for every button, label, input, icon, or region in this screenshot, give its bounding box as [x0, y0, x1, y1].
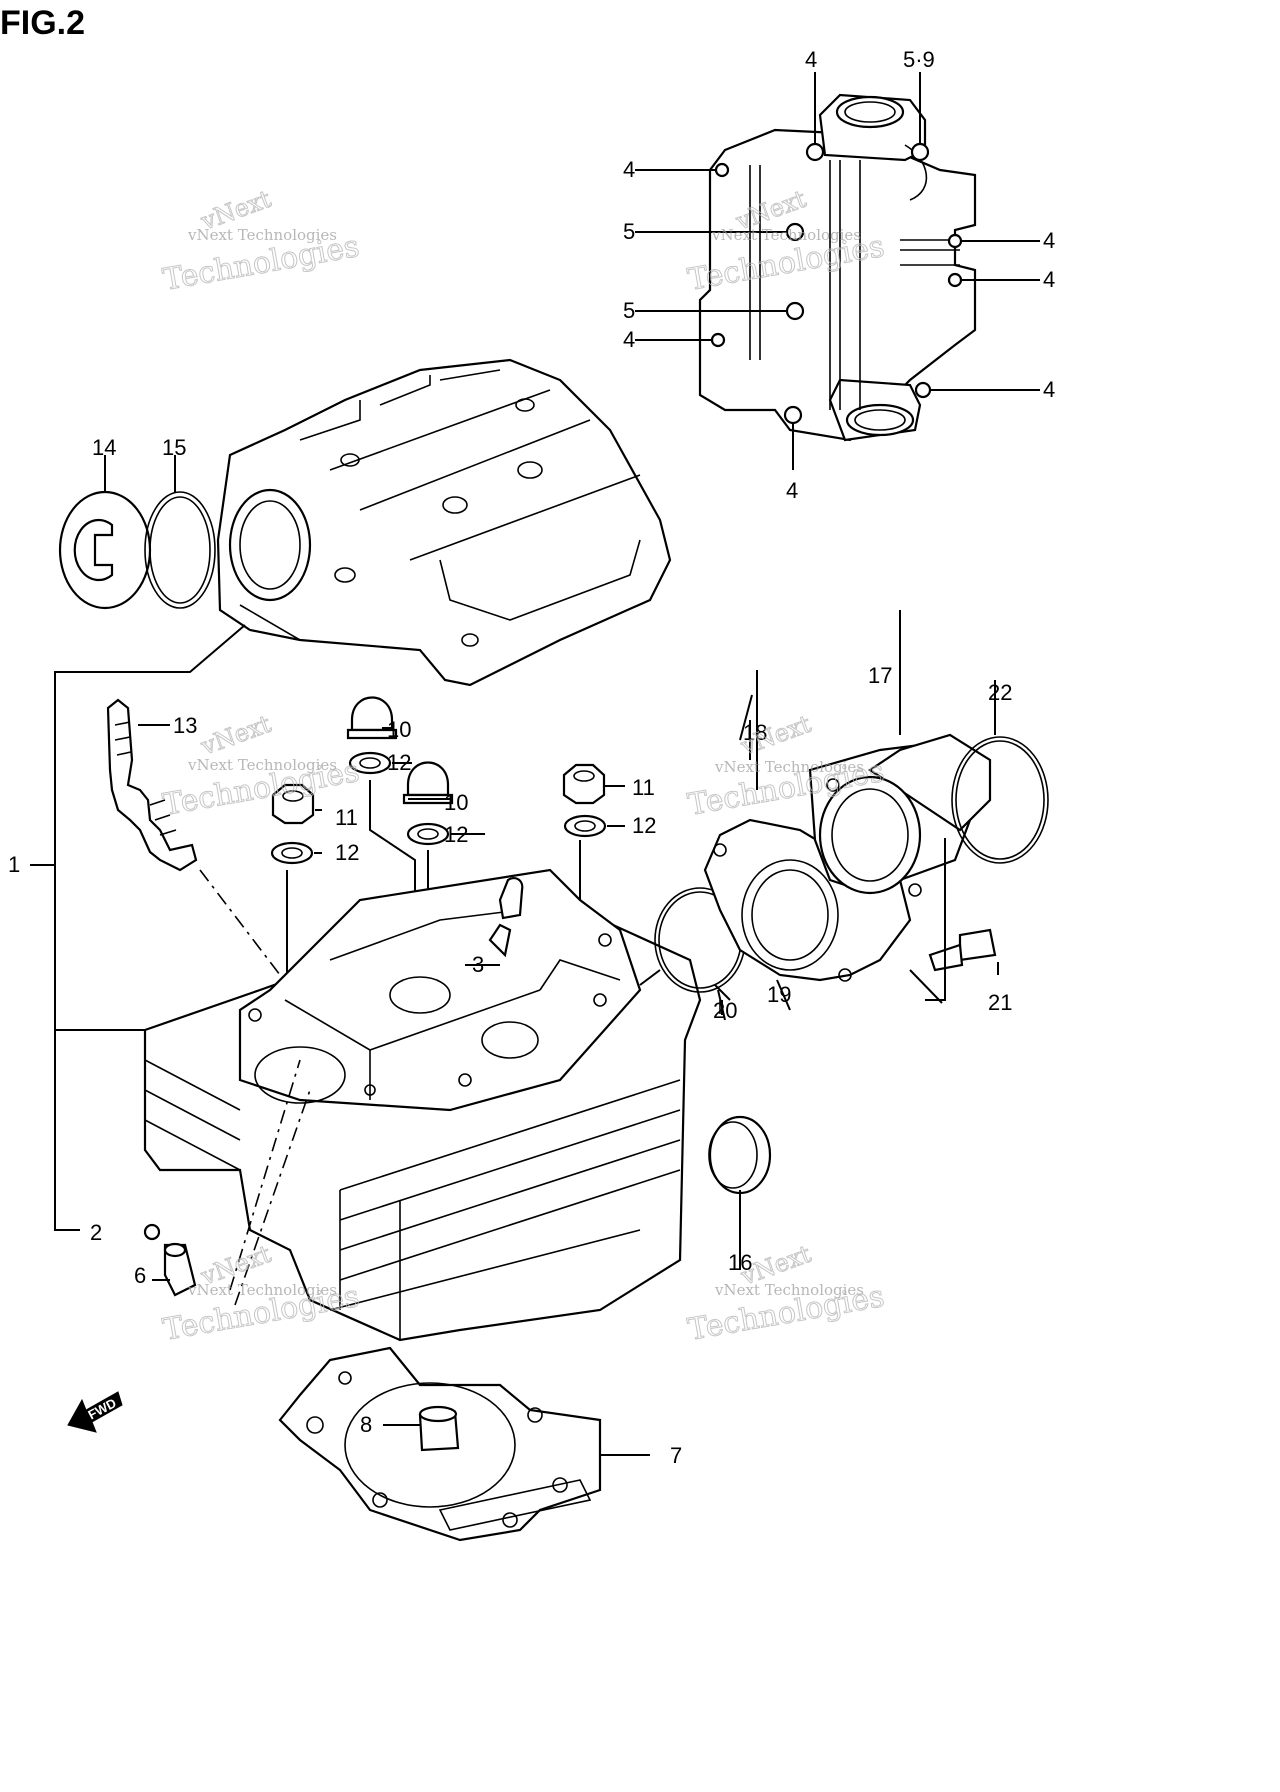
callout-22: 22 — [988, 680, 1012, 705]
svg-text:vNext Technologies: vNext Technologies — [187, 756, 337, 774]
callout-8: 8 — [360, 1412, 372, 1437]
washer-12-b — [406, 822, 450, 846]
callout-4: 4 — [805, 47, 817, 72]
svg-text:vNext Technologies: vNext Technologies — [711, 226, 861, 244]
callout-12: 12 — [335, 840, 359, 865]
callout-16: 16 — [728, 1250, 752, 1275]
svg-text:vNext Technologies: vNext Technologies — [714, 1281, 864, 1299]
callout-15: 15 — [162, 435, 186, 460]
svg-text:vNext: vNext — [737, 710, 815, 761]
callout-5: 5 — [623, 219, 635, 244]
figure-title: FIG.2 — [0, 4, 85, 42]
callout-6: 6 — [134, 1263, 146, 1288]
washer-12-a — [348, 751, 392, 775]
nut-11-right — [562, 763, 606, 805]
callout-2: 2 — [90, 1220, 102, 1245]
callout-10: 10 — [387, 717, 411, 742]
dowel-6 — [163, 1242, 197, 1297]
svg-text:vNext Technologies: vNext Technologies — [187, 226, 337, 244]
callout-18: 18 — [743, 720, 767, 745]
callout-4: 4 — [1043, 267, 1055, 292]
callout-5-9: 5·9 — [903, 47, 935, 72]
callout-5: 5 — [623, 298, 635, 323]
insulator-19 — [703, 818, 912, 982]
dowel-8 — [418, 1405, 460, 1452]
head-cover-bottom-view — [698, 93, 977, 442]
o-ring-2 — [143, 1223, 161, 1241]
callout-3: 3 — [472, 952, 484, 977]
callout-4: 4 — [623, 157, 635, 182]
callout-13: 13 — [173, 713, 197, 738]
fwd-arrow-icon: FWD — [67, 1391, 123, 1433]
callout-21: 21 — [988, 990, 1012, 1015]
spark-plug-13 — [106, 698, 198, 872]
svg-text:vNext Technologies: vNext Technologies — [187, 1281, 337, 1299]
callout-17: 17 — [868, 663, 892, 688]
watermark-middle-right: vNext vNext Technologies Technologies — [685, 709, 888, 823]
callout-4: 4 — [623, 327, 635, 352]
plug-16 — [708, 1115, 772, 1195]
callout-7: 7 — [670, 1443, 682, 1468]
cylinder-head-1 — [143, 868, 702, 1342]
callout-20: 20 — [713, 998, 737, 1023]
callout-11: 11 — [335, 805, 358, 830]
callout-12: 12 — [387, 750, 411, 775]
callout-12: 12 — [632, 813, 656, 838]
bolt-21 — [928, 928, 997, 972]
seal-14 — [58, 490, 152, 610]
fwd-label: FWD — [86, 1395, 119, 1422]
washer-12-c — [270, 841, 314, 865]
camshaft-housing — [216, 358, 672, 687]
callout-14: 14 — [92, 435, 116, 460]
watermark-top-left: vNext vNext Technologies Technologies — [160, 184, 363, 298]
callout-1: 1 — [8, 852, 20, 877]
callout-19: 19 — [767, 982, 791, 1007]
washer-12-d — [563, 814, 607, 838]
svg-text:vNext Technologies: vNext Technologies — [714, 758, 864, 776]
callout-4: 4 — [1043, 228, 1055, 253]
cap-nut-10-left — [346, 696, 398, 740]
watermark-bottom-right: vNext vNext Technologies Technologies — [685, 1239, 888, 1348]
callout-4: 4 — [1043, 377, 1055, 402]
nut-11-left — [271, 783, 315, 825]
intake-pipe-17 — [808, 733, 992, 897]
callout-11: 11 — [632, 775, 655, 800]
clamp-22 — [951, 736, 1049, 864]
callout-12: 12 — [444, 822, 468, 847]
callout-4: 4 — [786, 478, 798, 503]
o-ring-15 — [144, 491, 216, 609]
cap-nut-10-center — [402, 761, 454, 805]
svg-text:vNext: vNext — [197, 710, 275, 761]
callout-10: 10 — [444, 790, 468, 815]
